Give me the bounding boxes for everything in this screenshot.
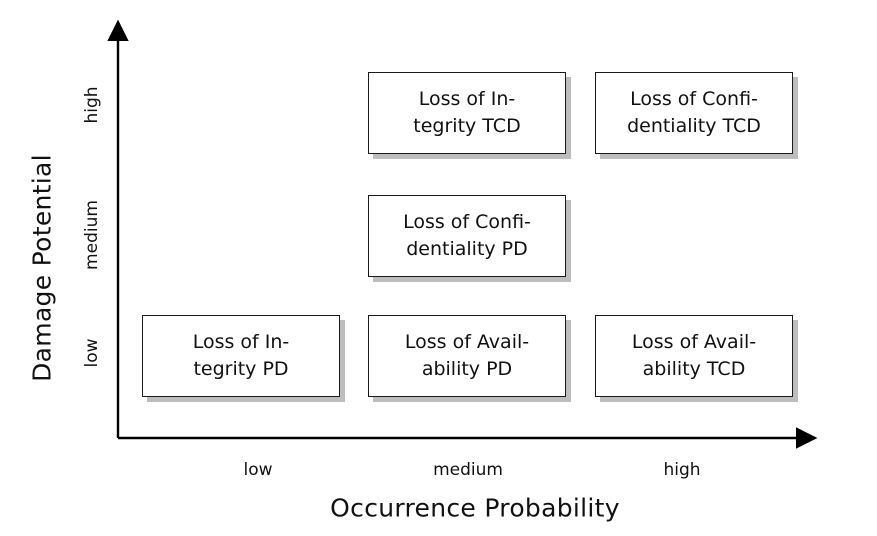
risk-item-line-1: Loss of Avail- [631, 331, 757, 354]
x-tick-low: low [243, 460, 273, 480]
risk-item-line-2: tegrity TCD [413, 115, 521, 137]
risk-item-integrity-pd[interactable]: Loss of In- tegrity PD [142, 315, 340, 397]
y-tick-medium: medium [82, 200, 102, 270]
risk-item-line-1: Loss of Avail- [404, 331, 530, 354]
risk-item-line-1: Loss of In- [418, 88, 516, 111]
risk-item-line-2: ability TCD [642, 358, 746, 380]
y-axis-title: Damage Potential [27, 154, 57, 382]
risk-item-line-1: Loss of In- [192, 331, 290, 354]
risk-item-line-2: dentiality TCD [627, 115, 761, 137]
risk-item-line-2: dentiality PD [406, 238, 528, 260]
x-axis-title: Occurrence Probability [330, 493, 620, 523]
risk-item-confidentiality-pd[interactable]: Loss of Confi- dentiality PD [368, 195, 566, 277]
y-tick-high: high [82, 86, 102, 124]
risk-item-line-2: tegrity PD [193, 358, 289, 380]
x-tick-medium: medium [433, 460, 503, 480]
risk-item-line-1: Loss of Confi- [630, 88, 758, 111]
risk-item-availability-pd[interactable]: Loss of Avail- ability PD [368, 315, 566, 397]
risk-item-confidentiality-tcd[interactable]: Loss of Confi- dentiality TCD [595, 72, 793, 154]
risk-item-availability-tcd[interactable]: Loss of Avail- ability TCD [595, 315, 793, 397]
risk-item-integrity-tcd[interactable]: Loss of In- tegrity TCD [368, 72, 566, 154]
x-tick-high: high [663, 460, 701, 480]
risk-item-line-1: Loss of Confi- [403, 211, 531, 234]
risk-item-line-2: ability PD [421, 358, 513, 380]
y-tick-low: low [82, 338, 102, 368]
